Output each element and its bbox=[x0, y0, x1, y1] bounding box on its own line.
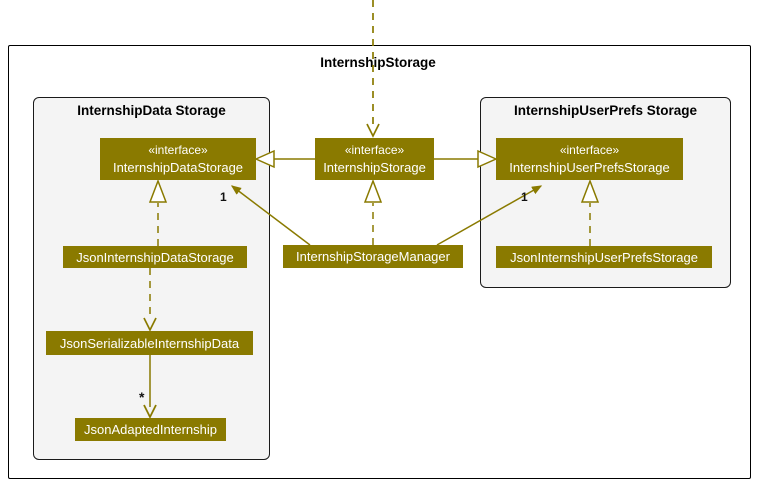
node-json-serializable-internship-data[interactable]: JsonSerializableInternshipData bbox=[46, 331, 253, 355]
package-internship-storage-title: InternshipStorage bbox=[320, 55, 436, 70]
node-json-internship-data-storage[interactable]: JsonInternshipDataStorage bbox=[63, 246, 247, 268]
node-internship-userprefs-storage-stereotype: «interface» bbox=[559, 143, 620, 157]
node-internship-data-storage-stereotype: «interface» bbox=[148, 143, 208, 157]
node-internship-storage-manager-name: InternshipStorageManager bbox=[296, 249, 450, 264]
package-internshipdata-storage-title: InternshipData Storage bbox=[77, 103, 226, 118]
node-internship-userprefs-storage[interactable]: «interface» InternshipUserPrefsStorage bbox=[496, 138, 683, 180]
node-internship-storage-name: InternshipStorage bbox=[323, 160, 426, 175]
node-internship-userprefs-storage-name: InternshipUserPrefsStorage bbox=[509, 160, 670, 175]
node-internship-storage-stereotype: «interface» bbox=[344, 143, 405, 157]
multiplicity-data-storage: 1 bbox=[220, 190, 227, 204]
node-internship-storage[interactable]: «interface» InternshipStorage bbox=[315, 138, 434, 180]
node-json-internship-data-storage-name: JsonInternshipDataStorage bbox=[76, 249, 234, 265]
package-internshipuserprefs-storage-title: InternshipUserPrefs Storage bbox=[513, 103, 698, 118]
multiplicity-adapted-internship: * bbox=[139, 389, 145, 405]
node-internship-data-storage-name: InternshipDataStorage bbox=[112, 160, 244, 175]
node-json-internship-userprefs-storage-name: JsonInternshipUserPrefsStorage bbox=[510, 249, 698, 265]
node-json-serializable-internship-data-name: JsonSerializableInternshipData bbox=[59, 335, 240, 351]
node-json-adapted-internship[interactable]: JsonAdaptedInternship bbox=[75, 418, 226, 441]
multiplicity-userprefs-storage: 1 bbox=[521, 190, 528, 204]
node-internship-data-storage[interactable]: «interface» InternshipDataStorage bbox=[100, 138, 256, 180]
node-json-adapted-internship-name: JsonAdaptedInternship bbox=[84, 422, 217, 437]
node-json-internship-userprefs-storage[interactable]: JsonInternshipUserPrefsStorage bbox=[496, 246, 712, 268]
node-internship-storage-manager[interactable]: InternshipStorageManager bbox=[283, 245, 463, 268]
